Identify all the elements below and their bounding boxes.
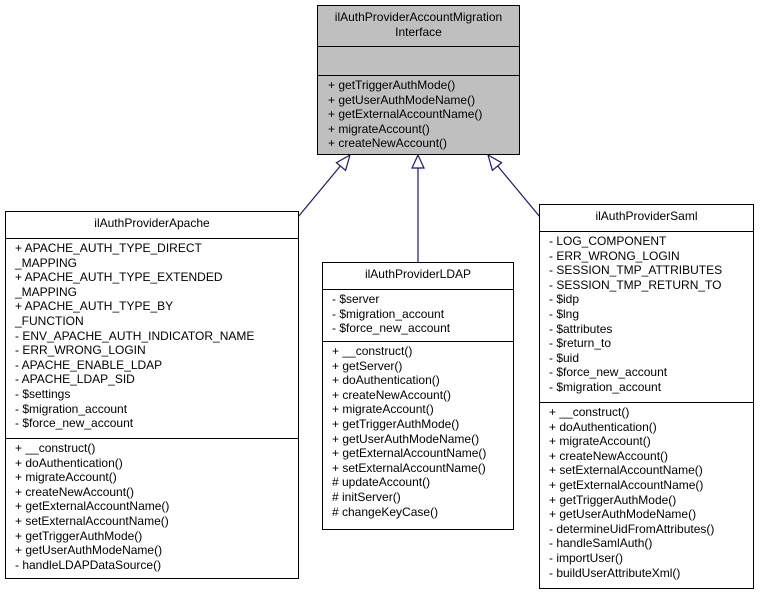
apache-attribute: - ERR_WRONG_LOGIN xyxy=(15,343,146,358)
saml-attribute: - $migration_account xyxy=(549,379,662,394)
saml-method: + __construct() xyxy=(549,405,630,419)
saml-class-title: ilAuthProviderSaml xyxy=(595,209,698,223)
apache-attribute: - ENV_APACHE_AUTH_INDICATOR_NAME xyxy=(15,328,255,343)
saml-attribute: - $idp xyxy=(549,292,580,307)
apache-attribute: + APACHE_AUTH_TYPE_EXTENDED xyxy=(15,270,223,285)
ldap-method: + getTriggerAuthMode() xyxy=(332,416,460,431)
edge-apache-to-interface xyxy=(297,163,343,218)
ldap-method: + setExternalAccountName() xyxy=(332,460,486,475)
apache-methods: + __construct() + doAuthentication() + m… xyxy=(6,438,298,574)
apache-method: + getTriggerAuthMode() xyxy=(15,528,143,543)
saml-attribute: - LOG_COMPONENT xyxy=(549,234,667,248)
interface-method: + getExternalAccountName() xyxy=(328,107,483,122)
apache-method: + createNewAccount() xyxy=(15,484,135,499)
ldap-class-node[interactable]: ilAuthProviderLDAP - $server - $migratio… xyxy=(322,262,514,530)
arrowhead-ldap xyxy=(411,153,425,169)
saml-method: + doAuthentication() xyxy=(549,419,657,434)
apache-attribute: - $migration_account xyxy=(15,401,128,416)
ldap-attribute: - $server xyxy=(332,292,380,306)
ldap-method: # changeKeyCase() xyxy=(332,504,439,519)
ldap-method: + getUserAuthModeName() xyxy=(332,431,480,446)
interface-attributes xyxy=(318,46,519,75)
saml-method: + migrateAccount() xyxy=(549,434,651,449)
saml-attribute: - $uid xyxy=(549,350,580,365)
saml-class-node[interactable]: ilAuthProviderSaml - LOG_COMPONENT - ERR… xyxy=(539,204,754,589)
ldap-method: + __construct() xyxy=(332,344,413,358)
edge-saml-to-interface xyxy=(495,163,541,218)
saml-method: + getExternalAccountName() xyxy=(549,477,704,492)
saml-attribute: - $force_new_account xyxy=(549,365,668,380)
ldap-methods: + __construct() + getServer() + doAuthen… xyxy=(323,341,513,521)
ldap-method: + doAuthentication() xyxy=(332,373,440,388)
saml-attribute: - $attributes xyxy=(549,321,613,336)
interface-method: + migrateAccount() xyxy=(328,121,430,136)
apache-attribute: - APACHE_ENABLE_LDAP xyxy=(15,357,163,372)
apache-attribute: + APACHE_AUTH_TYPE_BY xyxy=(15,299,174,314)
ldap-method: + migrateAccount() xyxy=(332,402,434,417)
interface-title: ilAuthProviderAccountMigration Interface xyxy=(318,6,519,46)
interface-node[interactable]: ilAuthProviderAccountMigration Interface… xyxy=(317,5,520,155)
saml-method: - handleSamlAuth() xyxy=(549,536,653,551)
apache-method: + getExternalAccountName() xyxy=(15,499,170,514)
interface-method: + getUserAuthModeName() xyxy=(328,92,476,107)
apache-attribute: - $settings xyxy=(15,386,71,401)
apache-attributes: + APACHE_AUTH_TYPE_DIRECT _MAPPING + APA… xyxy=(6,238,298,438)
ldap-attribute: - $migration_account xyxy=(332,306,445,321)
apache-attribute: - $force_new_account xyxy=(15,416,134,431)
arrowhead-apache xyxy=(335,153,351,172)
saml-attribute: - SESSION_TMP_ATTRIBUTES xyxy=(549,263,723,278)
ldap-attribute: - $force_new_account xyxy=(332,321,451,336)
apache-method: + getUserAuthModeName() xyxy=(15,543,163,558)
interface-methods: + getTriggerAuthMode() + getUserAuthMode… xyxy=(318,75,519,153)
apache-attribute: + APACHE_AUTH_TYPE_DIRECT xyxy=(15,241,202,255)
apache-method: + migrateAccount() xyxy=(15,470,117,485)
apache-attribute: _FUNCTION xyxy=(15,313,84,328)
ldap-class-title: ilAuthProviderLDAP xyxy=(364,267,472,281)
ldap-method: # updateAccount() xyxy=(332,475,431,490)
apache-method: + setExternalAccountName() xyxy=(15,513,169,528)
saml-attribute: - SESSION_TMP_RETURN_TO xyxy=(549,277,722,292)
saml-method: + setExternalAccountName() xyxy=(549,463,703,478)
apache-class-title: ilAuthProviderApache xyxy=(94,216,210,230)
saml-method: - importUser() xyxy=(549,550,623,565)
interface-method: + getTriggerAuthMode() xyxy=(328,78,456,92)
apache-method: - handleLDAPDataSource() xyxy=(15,557,162,572)
ldap-method: + getExternalAccountName() xyxy=(332,446,487,461)
ldap-method: # initServer() xyxy=(332,489,401,504)
ldap-attributes: - $server - $migration_account - $force_… xyxy=(323,289,513,341)
apache-method: + __construct() xyxy=(15,441,96,455)
interface-title-line-1: ilAuthProviderAccountMigration xyxy=(334,10,503,24)
saml-attribute: - ERR_WRONG_LOGIN xyxy=(549,248,680,263)
ldap-method: + createNewAccount() xyxy=(332,387,452,402)
saml-method: + getTriggerAuthMode() xyxy=(549,492,677,507)
apache-class-node[interactable]: ilAuthProviderApache + APACHE_AUTH_TYPE_… xyxy=(5,211,299,579)
saml-attributes: - LOG_COMPONENT - ERR_WRONG_LOGIN - SESS… xyxy=(540,231,753,402)
saml-attribute: - $lng xyxy=(549,306,580,321)
saml-method: - buildUserAttributeXml() xyxy=(549,565,681,580)
apache-attribute: _MAPPING xyxy=(15,284,78,299)
arrowhead-saml xyxy=(487,153,503,172)
saml-method: - determineUidFromAttributes() xyxy=(549,521,715,536)
apache-method: + doAuthentication() xyxy=(15,455,123,470)
interface-title-line-2: Interface xyxy=(395,25,442,39)
apache-attribute: - APACHE_LDAP_SID xyxy=(15,372,135,387)
saml-method: + getUserAuthModeName() xyxy=(549,507,697,522)
interface-method: + createNewAccount() xyxy=(328,136,448,151)
saml-attribute: - $return_to xyxy=(549,336,612,351)
ldap-method: + getServer() xyxy=(332,358,403,373)
apache-attribute: _MAPPING xyxy=(15,255,78,270)
saml-method: + createNewAccount() xyxy=(549,448,669,463)
saml-methods: + __construct() + doAuthentication() + m… xyxy=(540,402,753,582)
